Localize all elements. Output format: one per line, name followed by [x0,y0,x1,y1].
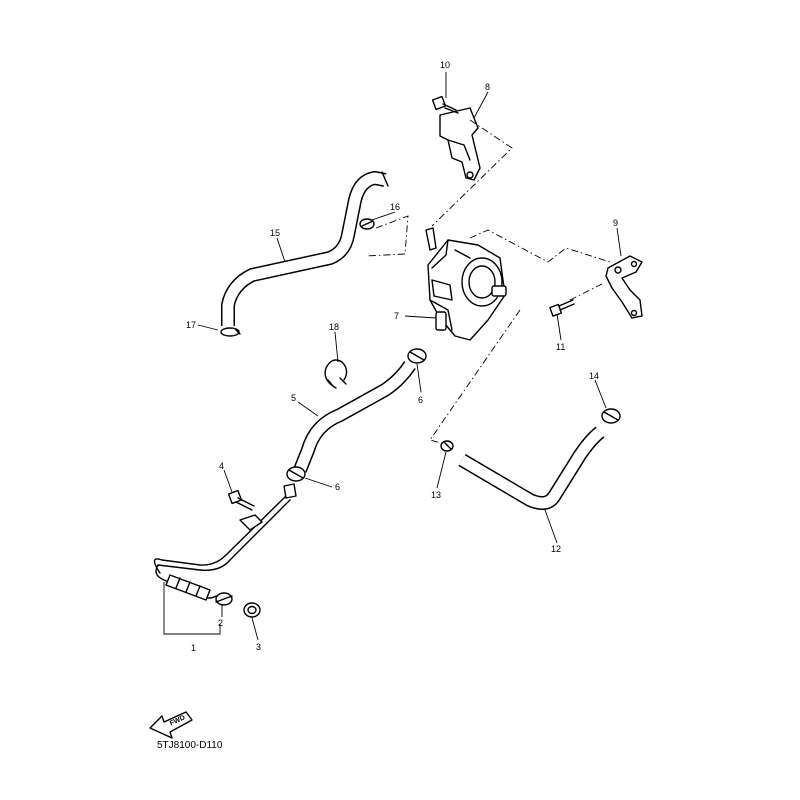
callout-2: 2 [218,618,223,628]
hose-5 [293,361,416,473]
callout-9: 9 [613,218,618,228]
callout-10: 10 [440,60,450,70]
bolt-11 [549,299,575,317]
clamp-14 [601,408,621,424]
callout-6-lower: 6 [335,482,340,492]
air-cut-valve-7 [425,227,507,341]
clamp-16 [359,218,375,230]
callout-12: 12 [551,544,561,554]
callout-11: 11 [556,342,565,352]
pipe-assembly-1 [153,483,297,601]
callout-1: 1 [191,643,196,653]
bracket-8 [439,107,481,181]
hose-12 [458,426,605,511]
clamp-6-lower [286,466,306,482]
callout-13: 13 [431,490,441,500]
clamp-2 [215,592,233,606]
clamp-17 [220,327,241,337]
hose-15 [221,171,389,326]
callout-18: 18 [329,322,339,332]
collar-3 [243,602,261,618]
clamp-13 [440,440,454,452]
callout-15: 15 [270,228,280,238]
diagram-code: 5TJ8100-D110 [157,740,223,751]
callout-4: 4 [219,461,224,471]
fwd-arrow-icon: FWD [149,711,193,739]
callout-3: 3 [256,642,261,652]
bracket-9 [605,255,643,319]
bolt-10 [431,95,459,114]
assembly-lines [365,119,611,446]
callout-5: 5 [291,393,296,403]
leader-lines [163,72,622,641]
bolt-4 [227,489,255,511]
callout-14: 14 [589,371,599,381]
callout-labels: 10 8 9 16 15 17 7 18 5 6 6 4 11 14 13 12… [186,60,618,653]
clamp-6-upper [407,348,427,364]
callout-16: 16 [390,202,400,212]
callout-17: 17 [186,320,196,330]
callout-6-upper: 6 [418,395,423,405]
callout-8: 8 [485,82,490,92]
callout-7: 7 [394,311,399,321]
band-18 [324,359,348,389]
